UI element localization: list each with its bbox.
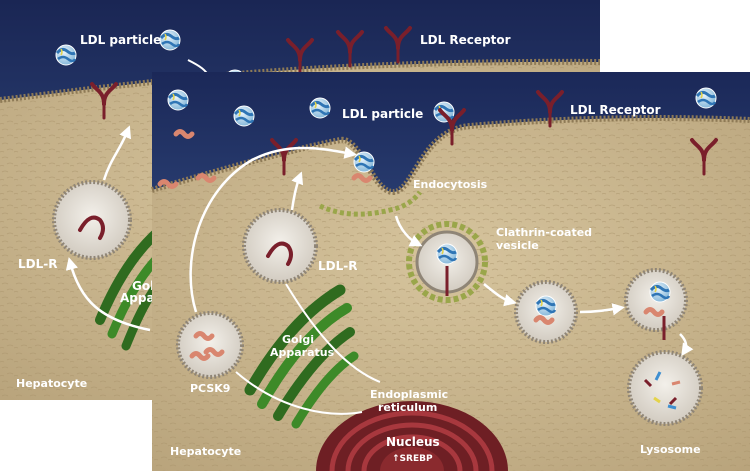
back-ldl-r-vesicle	[52, 180, 132, 260]
back-ldl-particle-2	[158, 28, 182, 52]
front-ldl-r-label: LDL-R	[318, 259, 357, 273]
back-ldl-particle-label: LDL particle	[80, 33, 161, 47]
arrow-to-lysosome	[679, 333, 694, 357]
lysosome-label: Lysosome	[640, 443, 701, 456]
front-ldl-receptor-label: LDL Receptor	[570, 103, 661, 117]
front-golgi-label-line2: Apparatus	[270, 346, 335, 359]
front-golgi-label-line1: Golgi	[282, 333, 314, 346]
clathrin-label-line1: Clathrin-coated	[496, 226, 592, 239]
nucleus-label: Nucleus	[386, 435, 440, 449]
back-ldl-particle-1	[54, 43, 78, 67]
back-ldl-r-label: LDL-R	[18, 257, 57, 271]
lysosome	[627, 350, 703, 426]
front-ldl-r-vesicle	[242, 208, 318, 284]
front-ldl-endocytosing	[352, 150, 376, 174]
front-hepatocyte-label: Hepatocyte	[170, 445, 241, 458]
lysosome-debris	[643, 371, 681, 410]
pcsk9-label: PCSK9	[190, 382, 230, 395]
back-ldl-receptor-label: LDL Receptor	[420, 33, 511, 47]
er-label-line1: Endoplasmic	[370, 388, 448, 401]
clathrin-coat	[406, 221, 488, 303]
clathrin-lattice	[318, 190, 423, 217]
front-vesicle-receptor	[266, 241, 293, 266]
back-arrow-up	[102, 125, 132, 181]
front-ldl-particle-2	[232, 104, 256, 128]
front-ldl-particle-1	[166, 88, 190, 112]
vesicle-ldl-2	[534, 294, 558, 318]
front-ldl-particle-label: LDL particle	[342, 107, 423, 121]
arrow-to-endosome-1	[483, 283, 517, 307]
vesicle-ldl-3	[648, 280, 672, 304]
clathrin-label-line2: vesicle	[496, 239, 539, 252]
arrow-pcsk9-secretion	[189, 146, 357, 313]
er-label-line2: reticulum	[378, 401, 437, 414]
arrow-ldlr-to-membrane	[290, 171, 304, 211]
back-arrow-golgi	[65, 257, 151, 332]
front-ldl-particle-3	[308, 96, 332, 120]
endocytosis-label: Endocytosis	[413, 178, 488, 191]
arrow-er-to-pcsk9	[235, 371, 363, 415]
front-panel: LDL particle LDL Receptor Endocytosis Cl…	[151, 72, 750, 471]
nucleus-er	[316, 401, 508, 471]
back-vesicle-receptor	[78, 215, 105, 240]
srebp-label: ↑SREBP	[392, 454, 433, 464]
arrow-er-to-ldlr	[285, 283, 381, 383]
pcsk9-vesicle	[176, 311, 244, 379]
arrow-to-endosome-2	[579, 303, 625, 316]
front-golgi	[244, 284, 359, 429]
vesicle-ldl-1	[435, 242, 459, 266]
front-ldl-particle-5	[694, 86, 718, 110]
back-hepatocyte-label: Hepatocyte	[16, 377, 87, 390]
arrow-endocytosis	[394, 215, 423, 247]
